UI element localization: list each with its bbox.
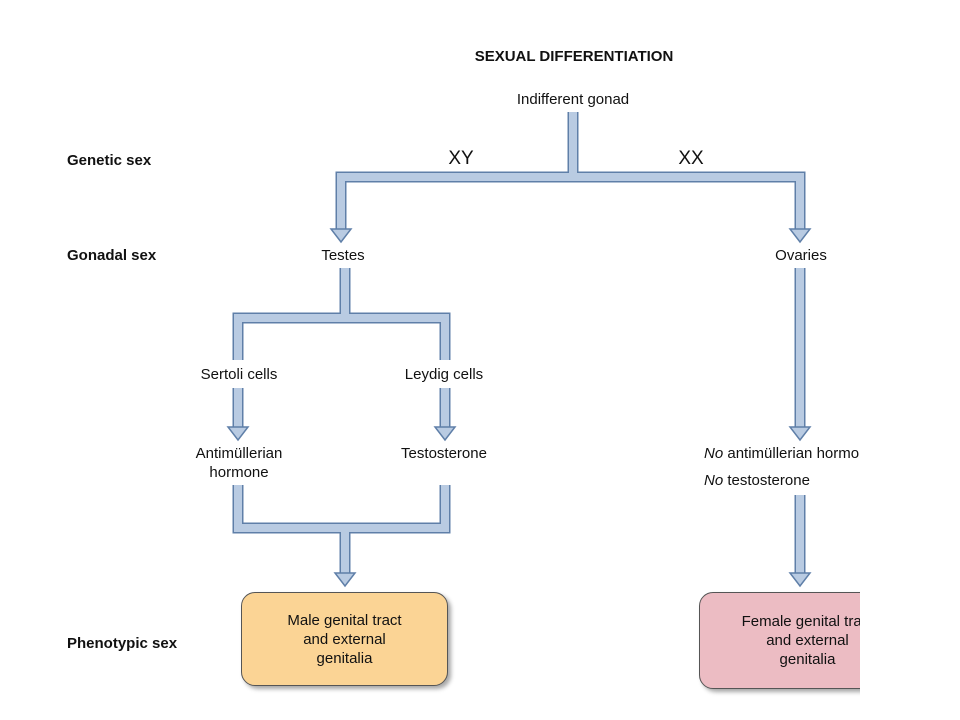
node-antimullerian-hormone: Antimüllerian hormone xyxy=(196,444,283,482)
outcome-female-box: Female genital tract and external genita… xyxy=(699,592,860,689)
node-indifferent-gonad: Indifferent gonad xyxy=(516,91,630,108)
diagram-title: SEXUAL DIFFERENTIATION xyxy=(474,48,674,65)
no-amh-prefix: No xyxy=(704,445,724,462)
label-xx: XX xyxy=(678,148,704,169)
outcome-male-text: Male genital tract and external genitali… xyxy=(287,611,402,667)
no-testosterone-prefix: No xyxy=(704,472,724,489)
node-leydig-cells: Leydig cells xyxy=(404,366,484,383)
outcome-female-text: Female genital tract and external genita… xyxy=(741,613,860,668)
pipe-testes-split xyxy=(234,314,449,360)
amh-line-1: Antimüllerian xyxy=(195,445,283,462)
pipe-testes-split-outline xyxy=(232,312,451,360)
node-ovaries: Ovaries xyxy=(775,247,827,264)
arrowhead-to-ovaries xyxy=(788,228,812,244)
arrowhead-to-amh xyxy=(226,426,250,442)
no-testosterone-text: testosterone xyxy=(723,472,810,489)
pipe-xx-branch-outline xyxy=(573,171,806,230)
node-no-antimullerian-hormone: No antimüllerian hormone xyxy=(704,444,860,463)
row-label-genetic-sex: Genetic sex xyxy=(67,152,152,169)
pipe-xy-branch-outline xyxy=(335,171,573,230)
pipe-male-merge-outline xyxy=(232,485,451,534)
arrowhead-to-no-amh xyxy=(788,426,812,442)
arrowhead-to-female-box xyxy=(788,572,812,588)
pipe-xy-branch xyxy=(337,173,573,230)
arrowhead-to-male-box xyxy=(333,572,357,588)
connector-pipes xyxy=(232,112,806,574)
no-amh-text: antimüllerian hormone xyxy=(727,445,860,462)
pipe-xx-branch xyxy=(573,173,804,230)
row-label-phenotypic-sex: Phenotypic sex xyxy=(67,635,178,652)
outcome-male-box: Male genital tract and external genitali… xyxy=(241,592,448,686)
flow-connectors xyxy=(226,112,812,588)
row-label-gonadal-sex: Gonadal sex xyxy=(67,247,157,264)
arrowhead-to-testosterone xyxy=(433,426,457,442)
pipe-male-merge xyxy=(234,485,449,532)
node-testes: Testes xyxy=(321,247,365,264)
node-sertoli-cells: Sertoli cells xyxy=(200,366,278,383)
label-xy: XY xyxy=(448,148,474,169)
amh-line-2: hormone xyxy=(209,464,269,481)
arrowheads xyxy=(226,112,812,588)
diagram-canvas: SEXUAL DIFFERENTIATION Indifferent gonad… xyxy=(67,48,860,689)
node-no-testosterone: No testosterone xyxy=(704,471,810,490)
arrowhead-to-testes xyxy=(329,228,353,244)
node-testosterone: Testosterone xyxy=(401,445,487,462)
